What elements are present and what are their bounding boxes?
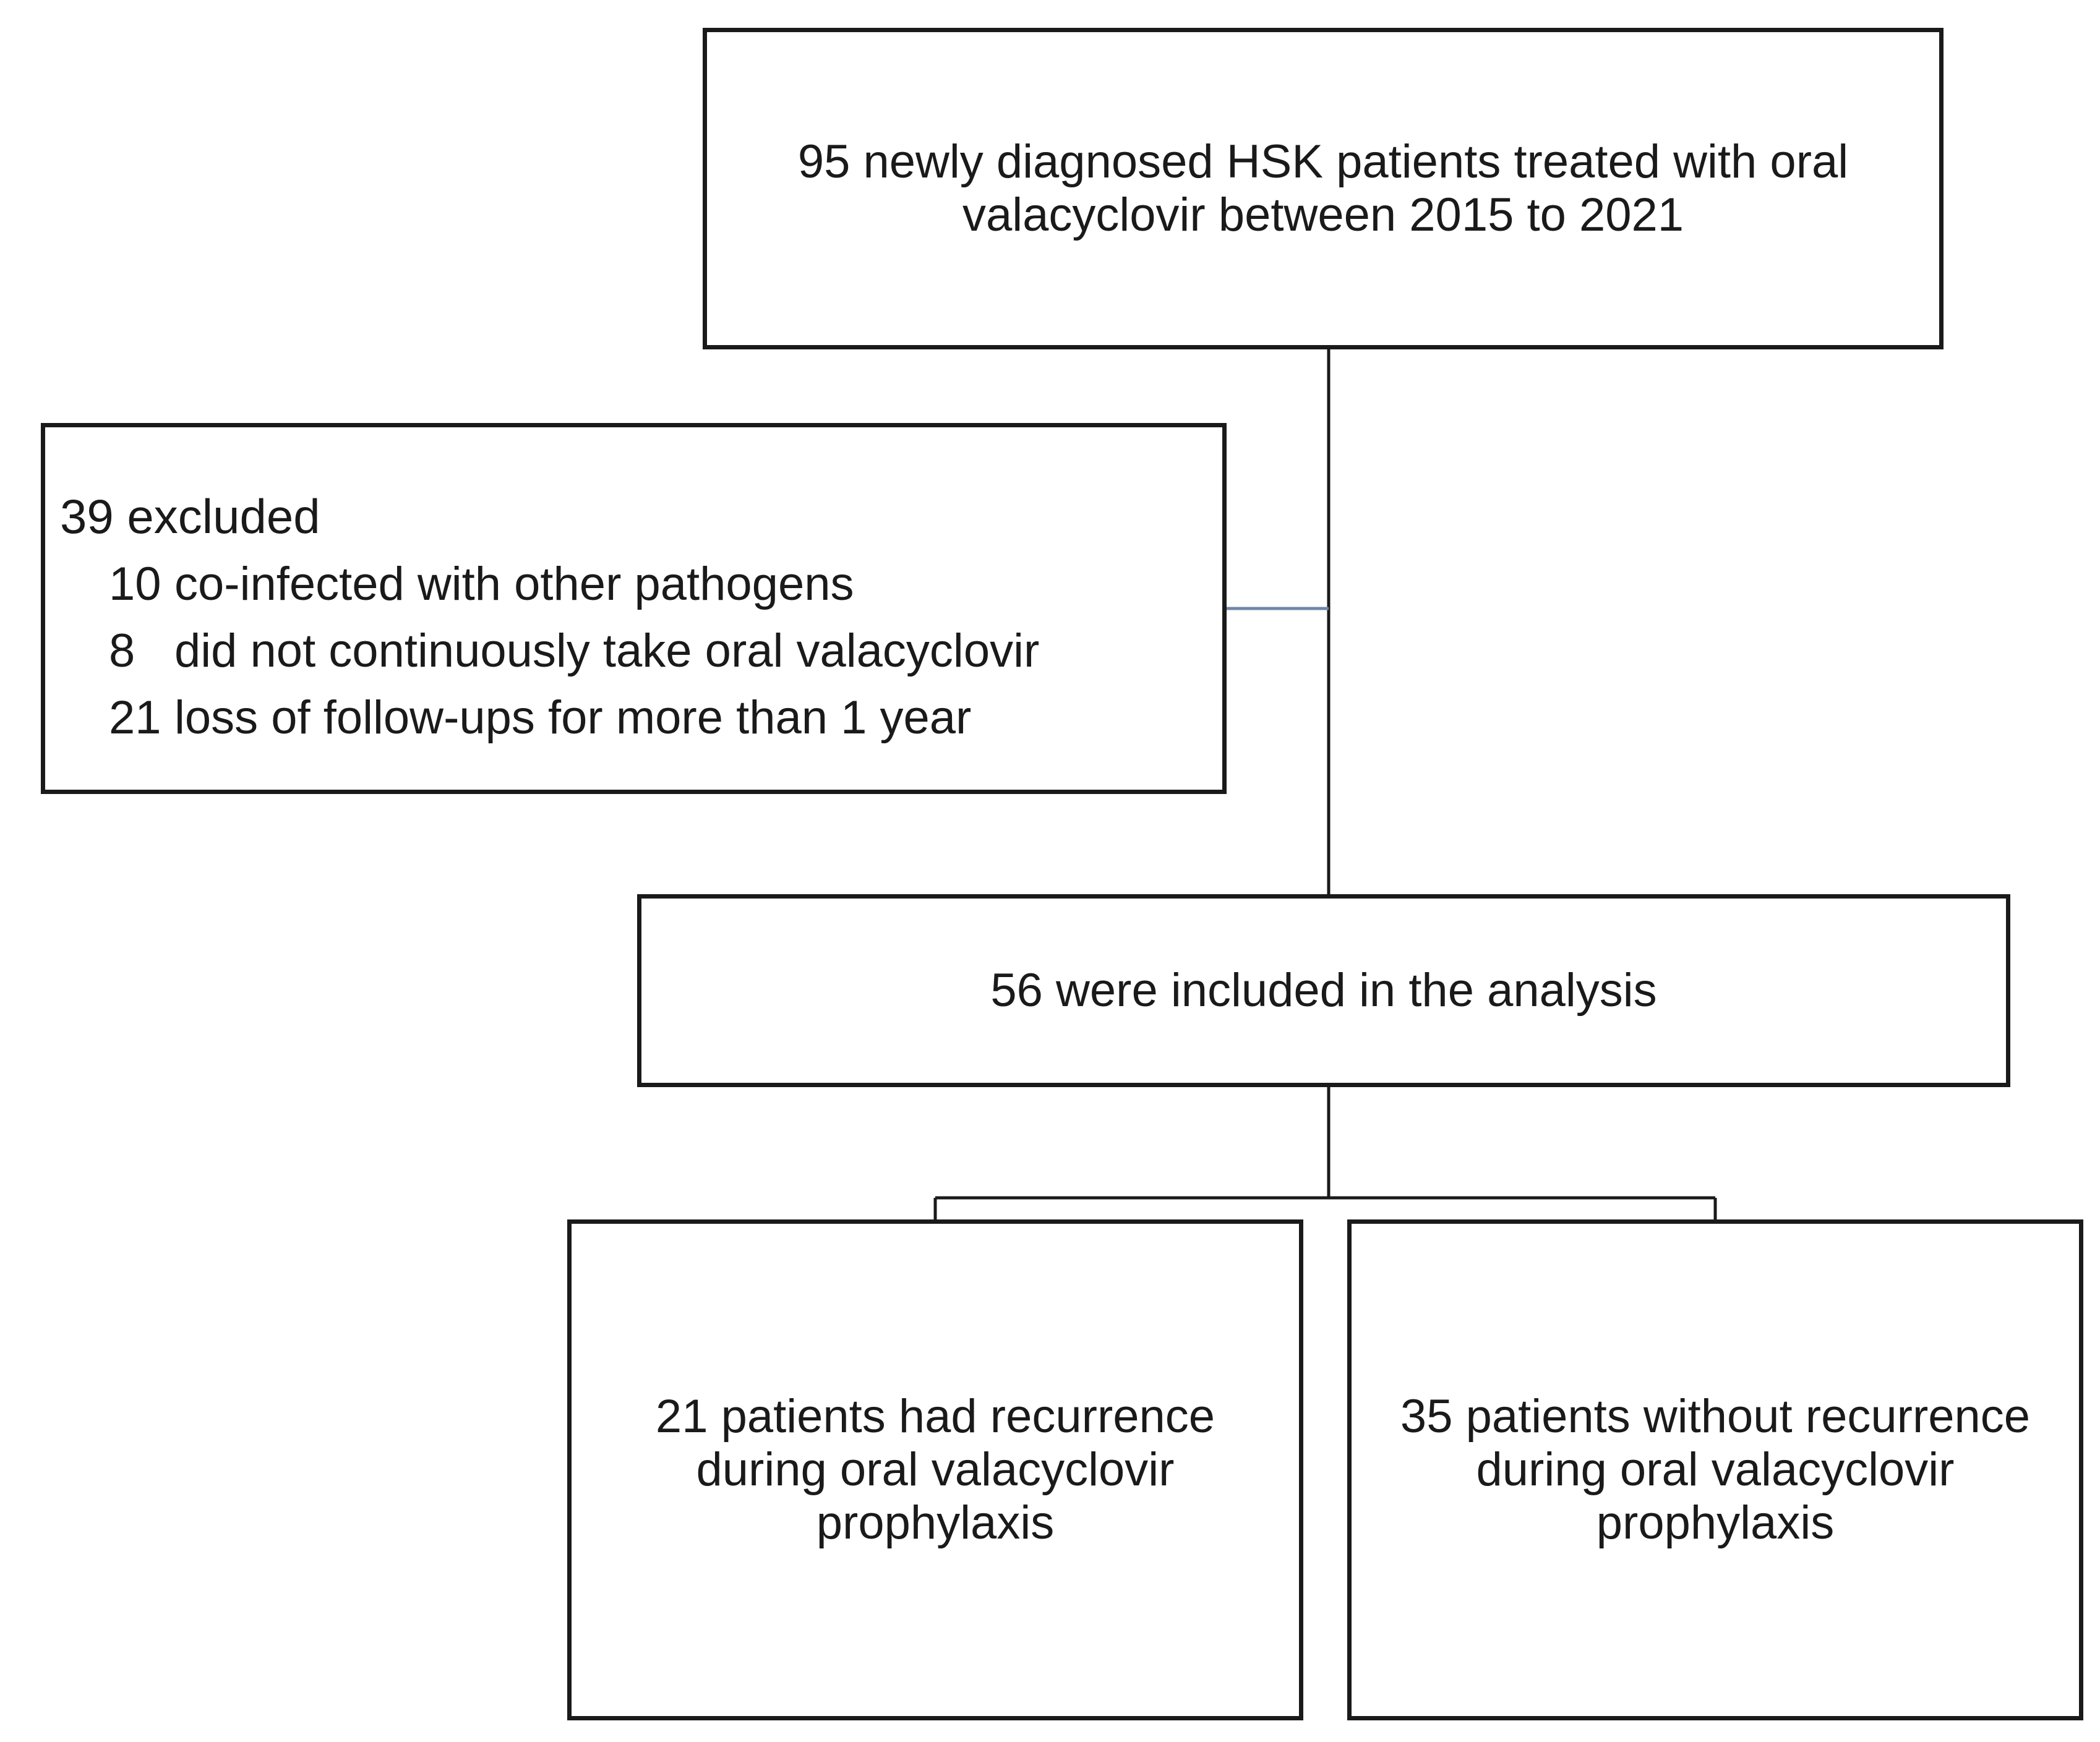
exclusion-count: 10 (109, 558, 161, 610)
included-box: 56 were included in the analysis (637, 894, 2010, 1087)
exclusion-reason: loss of follow-ups for more than 1 year (174, 691, 972, 744)
recurrence-box: 21 patients had recurrence during oral v… (567, 1219, 1303, 1720)
included-text: 56 were included in the analysis (990, 964, 1657, 1017)
exclusion-box: 39 excluded 10 co-infected with other pa… (41, 423, 1227, 794)
start-line-1: 95 newly diagnosed HSK patients treated … (797, 135, 1849, 188)
no-recurrence-box: 35 patients without recurrence during or… (1347, 1219, 2083, 1720)
no-recurrence-line-3: prophylaxis (1596, 1496, 1835, 1549)
no-recurrence-line-2: during oral valacyclovir (1476, 1443, 1955, 1496)
exclusion-list: 10 co-infected with other pathogens 8 di… (109, 551, 1039, 751)
recurrence-line-3: prophylaxis (816, 1496, 1055, 1549)
exclusion-count: 21 (109, 691, 161, 744)
start-population-box: 95 newly diagnosed HSK patients treated … (703, 28, 1944, 349)
exclusion-item: 10 co-infected with other pathogens (109, 551, 1039, 618)
exclusion-reason: co-infected with other pathogens (174, 558, 854, 610)
recurrence-line-2: during oral valacyclovir (696, 1443, 1175, 1496)
start-line-2: valacyclovir between 2015 to 2021 (962, 189, 1684, 241)
no-recurrence-line-1: 35 patients without recurrence (1400, 1390, 2031, 1443)
exclusion-reason: did not continuously take oral valacyclo… (174, 625, 1040, 677)
exclusion-item: 8 did not continuously take oral valacyc… (109, 618, 1039, 685)
recurrence-line-1: 21 patients had recurrence (655, 1390, 1215, 1443)
exclusion-title: 39 excluded (60, 489, 320, 544)
exclusion-count: 8 (109, 625, 135, 677)
exclusion-item: 21 loss of follow-ups for more than 1 ye… (109, 685, 1039, 751)
